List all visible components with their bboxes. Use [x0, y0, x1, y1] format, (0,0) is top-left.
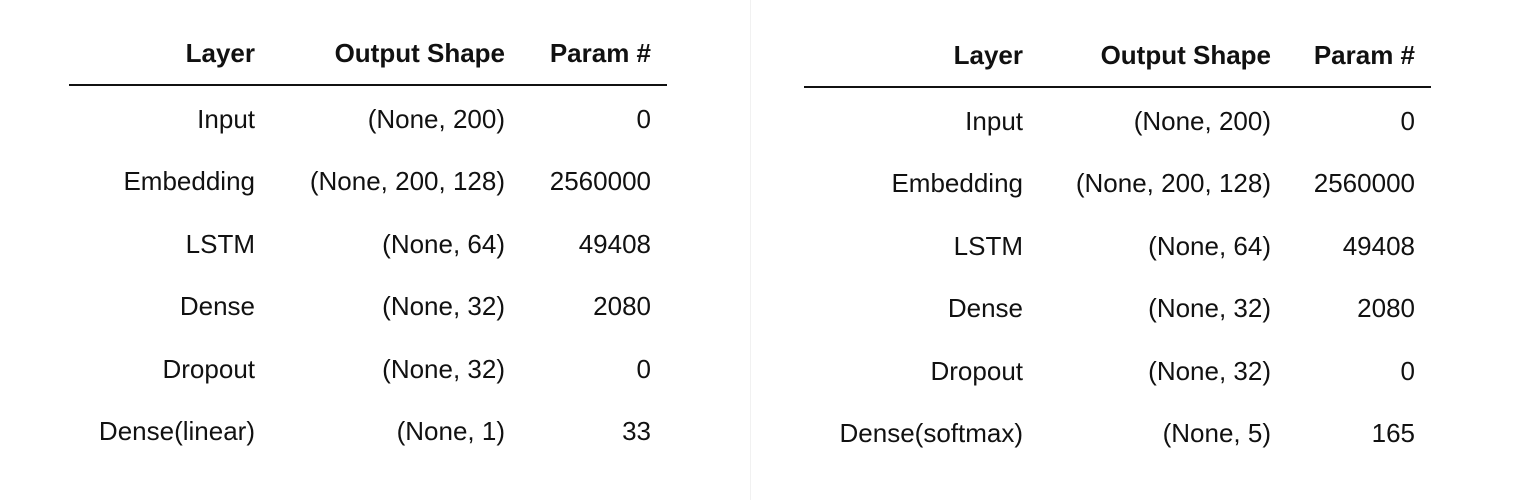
- header-row: Layer Output Shape Param #: [69, 22, 667, 86]
- model-summary-table-classification: Layer Output Shape Param # Input (None, …: [804, 24, 1431, 465]
- table-row: Embedding (None, 200, 128) 2560000: [69, 151, 667, 214]
- param-count-cell: 165: [1371, 418, 1415, 449]
- param-count-cell: 0: [636, 353, 651, 384]
- model-summary-table-regression: Layer Output Shape Param # Input (None, …: [69, 22, 667, 463]
- output-shape-cell: (None, 32): [382, 291, 505, 322]
- table-row: Dense (None, 32) 2080: [69, 276, 667, 339]
- param-count-cell: 0: [636, 103, 651, 134]
- table-row: LSTM (None, 64) 49408: [804, 215, 1431, 278]
- param-count-cell: 2080: [593, 291, 651, 322]
- output-shape-cell: (None, 200, 128): [1075, 168, 1271, 199]
- table-row: Dropout (None, 32) 0: [69, 338, 667, 401]
- layer-name-cell: Input: [965, 105, 1023, 136]
- table-row: Embedding (None, 200, 128) 2560000: [804, 153, 1431, 216]
- layer-name-cell: Embedding: [123, 166, 255, 197]
- layer-name-cell: Dense: [947, 293, 1023, 324]
- output-shape-cell: (None, 32): [1148, 355, 1271, 386]
- layer-name-cell: Dense(linear): [98, 416, 255, 447]
- output-shape-cell: (None, 200): [1133, 105, 1271, 136]
- table-row: Dense(linear) (None, 1) 33: [69, 401, 667, 464]
- param-count-cell: 49408: [578, 228, 651, 259]
- output-shape-cell: (None, 32): [382, 353, 505, 384]
- table-row: LSTM (None, 64) 49408: [69, 213, 667, 276]
- param-count-cell: 2560000: [1313, 168, 1415, 199]
- column-header-output-shape: Output Shape: [255, 22, 505, 86]
- table-row: Dense(softmax) (None, 5) 165: [804, 403, 1431, 466]
- column-header-output-shape: Output Shape: [1023, 24, 1271, 88]
- output-shape-cell: (None, 200, 128): [309, 166, 505, 197]
- header-row: Layer Output Shape Param #: [804, 24, 1431, 88]
- param-count-cell: 2560000: [549, 166, 651, 197]
- layer-name-cell: Dense: [179, 291, 255, 322]
- layer-name-cell: Dropout: [930, 355, 1024, 386]
- column-header-param-count: Param #: [505, 22, 667, 86]
- column-header-param-count: Param #: [1271, 24, 1431, 88]
- output-shape-cell: (None, 64): [1148, 230, 1271, 261]
- layer-name-cell: LSTM: [185, 228, 255, 259]
- panel-divider: [750, 0, 751, 500]
- param-count-cell: 33: [622, 416, 651, 447]
- table-row: Dense (None, 32) 2080: [804, 278, 1431, 341]
- layer-name-cell: Embedding: [891, 168, 1023, 199]
- param-count-cell: 0: [1400, 355, 1415, 386]
- layer-name-cell: LSTM: [953, 230, 1023, 261]
- param-count-cell: 0: [1400, 105, 1415, 136]
- param-count-cell: 2080: [1357, 293, 1415, 324]
- output-shape-cell: (None, 1): [396, 416, 505, 447]
- table-row: Input (None, 200) 0: [69, 85, 667, 151]
- column-header-layer: Layer: [804, 24, 1023, 88]
- layer-name-cell: Dense(softmax): [839, 418, 1024, 449]
- table-row: Input (None, 200) 0: [804, 87, 1431, 153]
- output-shape-cell: (None, 5): [1162, 418, 1271, 449]
- param-count-cell: 49408: [1342, 230, 1415, 261]
- column-header-layer: Layer: [69, 22, 255, 86]
- layer-name-cell: Dropout: [162, 353, 256, 384]
- layer-name-cell: Input: [197, 103, 255, 134]
- output-shape-cell: (None, 32): [1148, 293, 1271, 324]
- output-shape-cell: (None, 64): [382, 228, 505, 259]
- table-row: Dropout (None, 32) 0: [804, 340, 1431, 403]
- output-shape-cell: (None, 200): [367, 103, 505, 134]
